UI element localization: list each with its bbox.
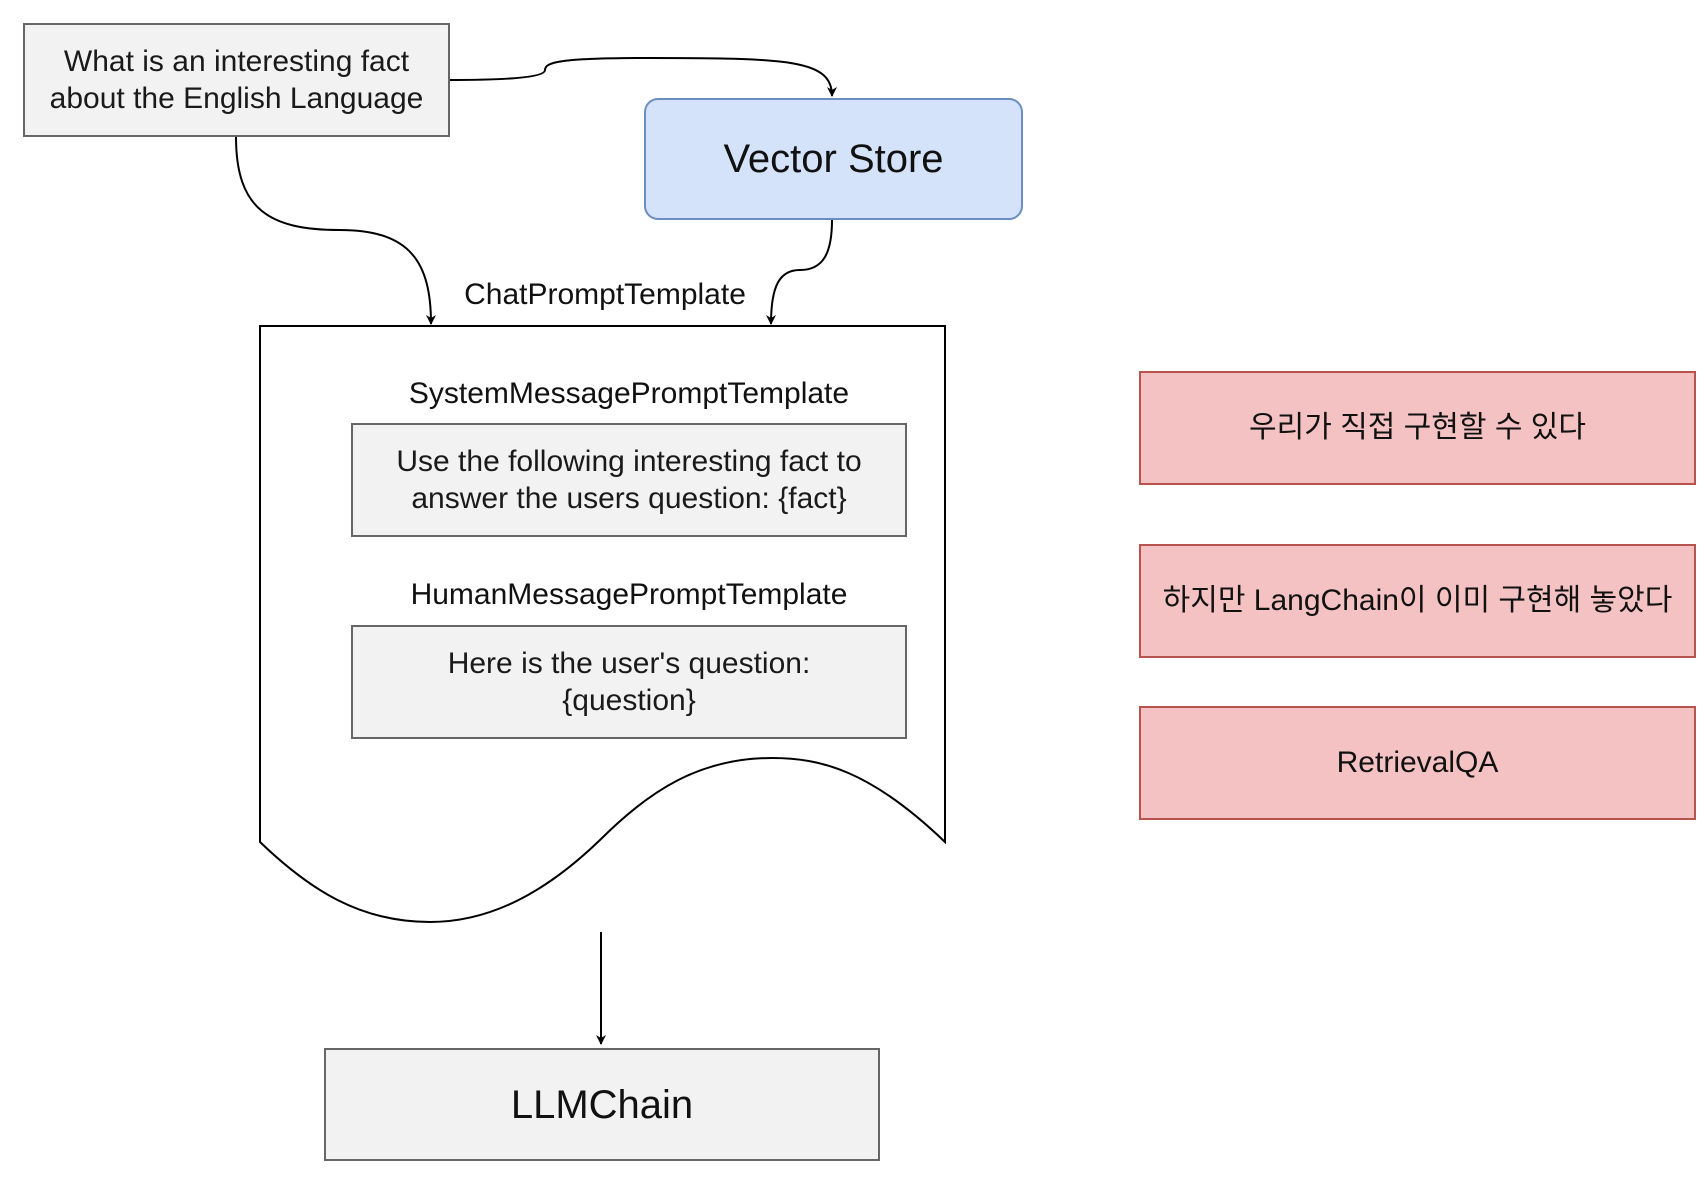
human-message-box: Here is the user's question: {question} bbox=[351, 625, 907, 739]
edge-vector-store-to-chat-prompt bbox=[766, 219, 833, 325]
note-text: 하지만 LangChain이 이미 구현해 놓았다 bbox=[1162, 584, 1673, 618]
human-message-label: HumanMessagePromptTemplate bbox=[410, 578, 848, 611]
chat-prompt-template-document bbox=[259, 325, 946, 924]
system-message-box: Use the following interesting fact to an… bbox=[351, 423, 907, 537]
question-box: What is an interesting fact about the En… bbox=[23, 23, 450, 137]
edge-question-to-vector-store bbox=[448, 56, 837, 97]
vector-store-text: Vector Store bbox=[723, 137, 944, 181]
note-retrieval-qa: RetrievalQA bbox=[1139, 706, 1696, 820]
note-text: RetrievalQA bbox=[1336, 746, 1499, 780]
llm-chain-text: LLMChain bbox=[510, 1082, 694, 1127]
question-text: What is an interesting fact about the En… bbox=[49, 44, 424, 116]
llm-chain-box: LLMChain bbox=[324, 1048, 880, 1161]
note-implement-ourselves: 우리가 직접 구현할 수 있다 bbox=[1139, 371, 1696, 485]
system-message-label: SystemMessagePromptTemplate bbox=[408, 377, 850, 410]
edge-question-to-chat-prompt bbox=[235, 136, 436, 325]
note-text: 우리가 직접 구현할 수 있다 bbox=[1249, 411, 1586, 445]
chat-prompt-template-label: ChatPromptTemplate bbox=[464, 278, 746, 311]
human-message-text: Here is the user's question: {question} bbox=[447, 646, 811, 718]
system-message-text: Use the following interesting fact to an… bbox=[396, 444, 862, 516]
note-langchain-already-implemented: 하지만 LangChain이 이미 구현해 놓았다 bbox=[1139, 544, 1696, 658]
vector-store-box: Vector Store bbox=[644, 98, 1023, 220]
